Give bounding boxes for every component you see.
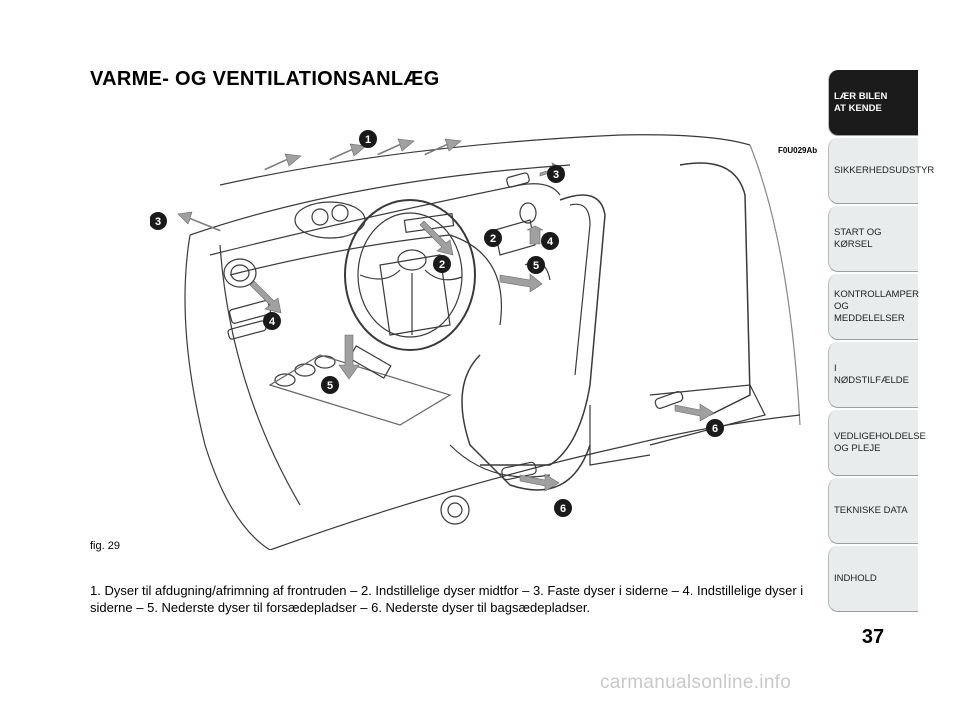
figure-code: F0U029Ab (778, 146, 818, 155)
car-interior-illustration: 1 3 3 2 2 4 5 4 5 6 6 (150, 130, 801, 550)
page-number: 37 (861, 626, 885, 648)
svg-text:4: 4 (269, 316, 276, 328)
callout-5-right: 5 (527, 256, 545, 274)
callout-4-left: 4 (263, 312, 281, 330)
svg-text:3: 3 (553, 169, 559, 181)
svg-text:4: 4 (547, 236, 554, 248)
tab-start-og-korsel[interactable]: START OG KØRSEL (828, 206, 918, 272)
page-title: VARME- OG VENTILATIONSANLÆG (90, 68, 440, 90)
tab-tekniske-data[interactable]: TEKNISKE DATA (828, 478, 918, 544)
svg-text:6: 6 (712, 423, 718, 435)
svg-text:2: 2 (439, 259, 445, 271)
tab-kontrollamper[interactable]: KONTROLLAMPER OG MEDDELELSER (828, 274, 919, 340)
tab-vedligeholdelse[interactable]: VEDLIGEHOLDELSE OG PLEJE (828, 410, 926, 476)
svg-text:6: 6 (560, 503, 566, 515)
tab-i-nodstilfaelde[interactable]: I NØDSTILFÆLDE (828, 342, 918, 408)
watermark-footer: carmanualsonline.info (600, 672, 792, 693)
figure-caption: 1. Dyser til afdugning/afrimning af fron… (90, 583, 804, 615)
tab-sikkerhedsudstyr[interactable]: SIKKERHEDSUDSTYR (828, 138, 934, 204)
tab-laer-bilen[interactable]: LÆR BILEN AT KENDE (828, 70, 918, 136)
callout-3-right: 3 (547, 165, 565, 183)
callout-2-right: 2 (484, 229, 502, 247)
chapter-tabs: LÆR BILEN AT KENDE SIKKERHEDSUDSTYR STAR… (828, 70, 934, 614)
callout-3-left: 3 (150, 212, 167, 230)
svg-text:3: 3 (155, 216, 161, 228)
callout-2-left: 2 (433, 255, 451, 273)
figure-label: fig. 29 (90, 540, 120, 552)
callout-6-right: 6 (706, 419, 724, 437)
svg-text:5: 5 (533, 260, 539, 272)
callout-4-right: 4 (541, 232, 559, 250)
tab-indhold[interactable]: INDHOLD (828, 546, 918, 612)
callout-badges: 1 3 3 2 2 4 5 4 5 6 6 (150, 130, 724, 517)
svg-text:2: 2 (490, 233, 496, 245)
callout-6-left: 6 (554, 499, 572, 517)
svg-text:1: 1 (365, 134, 371, 146)
callout-5-left: 5 (321, 376, 339, 394)
callout-1: 1 (359, 130, 377, 148)
svg-text:5: 5 (327, 380, 333, 392)
